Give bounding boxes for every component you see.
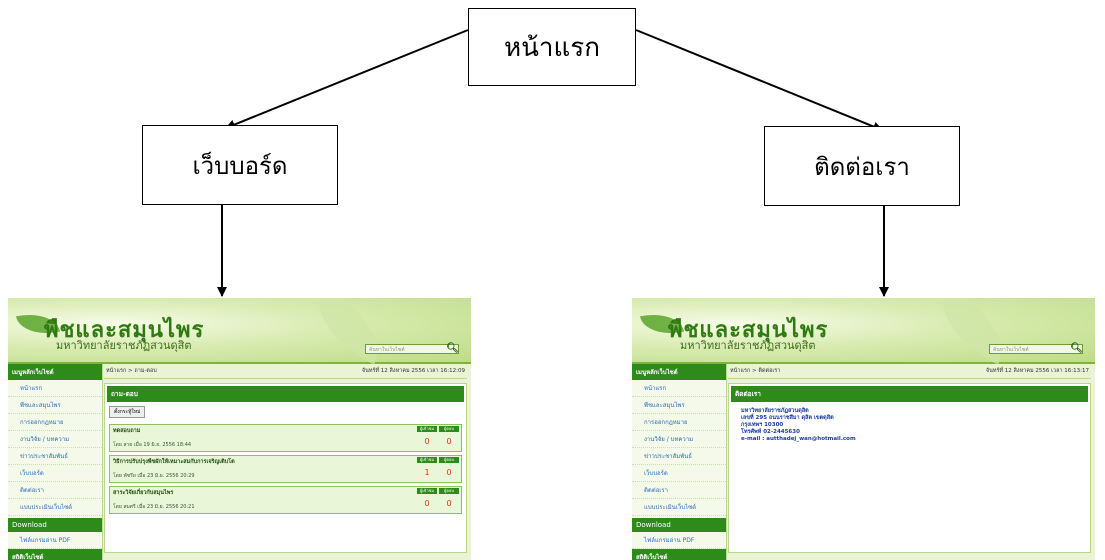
node-webboard-label: เว็บบอร์ด	[192, 151, 288, 180]
node-contact-label: ติดต่อเรา	[814, 152, 910, 181]
main-content: หน้าแรก > ติดต่อเรา จันทร์ที่ 12 สิงหาคม…	[728, 364, 1091, 560]
views-count: 0	[424, 499, 430, 508]
contact-line: กรุงเทพฯ 10300	[741, 422, 784, 428]
sidebar-download-head: Download	[8, 518, 102, 532]
sidebar-item-research[interactable]: งานวิจัย / บทความ	[632, 431, 726, 448]
breadcrumb[interactable]: หน้าแรก > ถาม-ตอบ	[106, 368, 157, 374]
node-home: หน้าแรก	[468, 8, 636, 86]
contact-info: มหาวิทยาลัยราชภัฏสวนดุสิต เลขที่ 295 ถนน…	[731, 402, 1088, 449]
site-banner: พืชและสมุนไพร มหาวิทยาลัยราชภัฏสวนดุสิต …	[632, 298, 1095, 365]
contact-screenshot: พืชและสมุนไพร มหาวิทยาลัยราชภัฏสวนดุสิต …	[632, 298, 1095, 560]
sidebar-item-law[interactable]: การออกกฎหมาย	[632, 414, 726, 431]
section-title: ถาม-ตอบ	[107, 386, 464, 402]
main-content: หน้าแรก > ถาม-ตอบ จันทร์ที่ 12 สิงหาคม 2…	[104, 364, 467, 560]
arrow-root-to-board	[225, 29, 469, 130]
node-contact: ติดต่อเรา	[764, 126, 960, 206]
site-title: พืชและสมุนไพร	[44, 317, 205, 343]
site-subtitle: มหาวิทยาลัยราชภัฏสวนดุสิต	[680, 339, 816, 352]
topic-row[interactable]: วิธีการปรับปรุงพืชผักให้เหมาะสมกับการเจร…	[109, 455, 462, 483]
contact-email[interactable]: e-mail : autthadej_wan@hotmail.com	[741, 436, 856, 442]
datetime: จันทร์ที่ 12 สิงหาคม 2556 เวลา 16:12:09	[361, 368, 465, 374]
sidebar-item-research[interactable]: งานวิจัย / บทความ	[8, 431, 102, 448]
views-count: 0	[424, 437, 430, 446]
topic-meta: โดย สาย เมื่อ 19 มิ.ย. 2556 18:44	[113, 442, 192, 448]
contact-line: มหาวิทยาลัยราชภัฏสวนดุสิต	[741, 408, 809, 414]
views-header: ผู้เข้าชม	[417, 457, 437, 463]
node-home-label: หน้าแรก	[504, 32, 600, 63]
sidebar-item-plants[interactable]: พืชและสมุนไพร	[8, 397, 102, 414]
topic-title[interactable]: วิธีการปรับปรุงพืชผักให้เหมาะสมกับการเจร…	[113, 459, 235, 465]
views-header: ผู้เข้าชม	[417, 426, 437, 432]
sidebar-menu-head: เมนูหลักเว็บไซต์	[8, 364, 102, 380]
section-title: ติดต่อเรา	[731, 386, 1088, 402]
sidebar-download-head: Download	[632, 518, 726, 532]
sidebar-item-survey[interactable]: แบบประเมินเว็บไซต์	[632, 499, 726, 516]
webboard-screenshot: พืชและสมุนไพร มหาวิทยาลัยราชภัฏสวนดุสิต …	[8, 298, 471, 560]
sidebar: เมนูหลักเว็บไซต์ หน้าแรก พืชและสมุนไพร ก…	[8, 364, 103, 560]
sidebar-item-home[interactable]: หน้าแรก	[8, 380, 102, 397]
sidebar-item-home[interactable]: หน้าแรก	[632, 380, 726, 397]
topic-title[interactable]: ทดสอบถาม	[113, 428, 141, 434]
sidebar-stats-head: สถิติเว็บไซต์	[8, 549, 102, 560]
site-title: พืชและสมุนไพร	[668, 317, 829, 343]
arrow-root-to-contact	[635, 29, 883, 132]
datetime: จันทร์ที่ 12 สิงหาคม 2556 เวลา 16:13:17	[985, 368, 1089, 374]
sidebar-item-pdf[interactable]: ไฟล์แกรมอ่าน PDF	[8, 532, 102, 549]
breadcrumb[interactable]: หน้าแรก > ติดต่อเรา	[730, 368, 781, 374]
topic-meta: โดย สมศรี เมื่อ 23 มิ.ย. 2556 20:21	[113, 504, 195, 510]
topic-meta: โดย พัชรีย เมื่อ 23 มิ.ย. 2556 20:29	[113, 473, 195, 479]
views-header: ผู้เข้าชม	[417, 488, 437, 494]
sidebar-item-pdf[interactable]: ไฟล์แกรมอ่าน PDF	[632, 532, 726, 549]
sidebar-stats-head: สถิติเว็บไซต์	[632, 549, 726, 560]
sidebar-item-webboard[interactable]: เว็บบอร์ด	[632, 465, 726, 482]
sidebar-item-law[interactable]: การออกกฎหมาย	[8, 414, 102, 431]
sidebar-item-news[interactable]: ข่าวประชาสัมพันธ์	[8, 448, 102, 465]
views-count: 1	[424, 468, 430, 477]
search-icon[interactable]: 🔍︎	[446, 343, 459, 354]
replies-header: ผู้ตอบ	[439, 426, 459, 432]
sidebar: เมนูหลักเว็บไซต์ หน้าแรก พืชและสมุนไพร ก…	[632, 364, 727, 560]
new-topic-button[interactable]: ตั้งกระทู้ใหม่	[109, 406, 146, 418]
sidebar-item-news[interactable]: ข่าวประชาสัมพันธ์	[632, 448, 726, 465]
search-input[interactable]: ค้นหาในเว็บไซต์🔍︎	[365, 343, 459, 354]
replies-count: 0	[446, 437, 452, 446]
replies-count: 0	[446, 499, 452, 508]
replies-count: 0	[446, 468, 452, 477]
sidebar-menu-head: เมนูหลักเว็บไซต์	[632, 364, 726, 380]
topic-row[interactable]: สาระวิจัยเกี่ยวกับสมุนไพร โดย สมศรี เมื่…	[109, 486, 462, 514]
sidebar-item-survey[interactable]: แบบประเมินเว็บไซต์	[8, 499, 102, 516]
site-banner: พืชและสมุนไพร มหาวิทยาลัยราชภัฏสวนดุสิต …	[8, 298, 471, 365]
topic-title[interactable]: สาระวิจัยเกี่ยวกับสมุนไพร	[113, 490, 174, 496]
sidebar-item-contact[interactable]: ติดต่อเรา	[632, 482, 726, 499]
sidebar-item-webboard[interactable]: เว็บบอร์ด	[8, 465, 102, 482]
sidebar-item-contact[interactable]: ติดต่อเรา	[8, 482, 102, 499]
site-subtitle: มหาวิทยาลัยราชภัฏสวนดุสิต	[56, 339, 192, 352]
search-icon[interactable]: 🔍︎	[1070, 343, 1083, 354]
contact-line: โทรศัพท์ 02-2445630	[741, 429, 800, 435]
replies-header: ผู้ตอบ	[439, 488, 459, 494]
topic-row[interactable]: ทดสอบถาม โดย สาย เมื่อ 19 มิ.ย. 2556 18:…	[109, 424, 462, 452]
search-input[interactable]: ค้นหาในเว็บไซต์🔍︎	[989, 343, 1083, 354]
node-webboard: เว็บบอร์ด	[142, 125, 338, 205]
replies-header: ผู้ตอบ	[439, 457, 459, 463]
sidebar-item-plants[interactable]: พืชและสมุนไพร	[632, 397, 726, 414]
contact-line: เลขที่ 295 ถนนราชสีมา ดุสิต เขตดุสิต	[741, 415, 834, 421]
